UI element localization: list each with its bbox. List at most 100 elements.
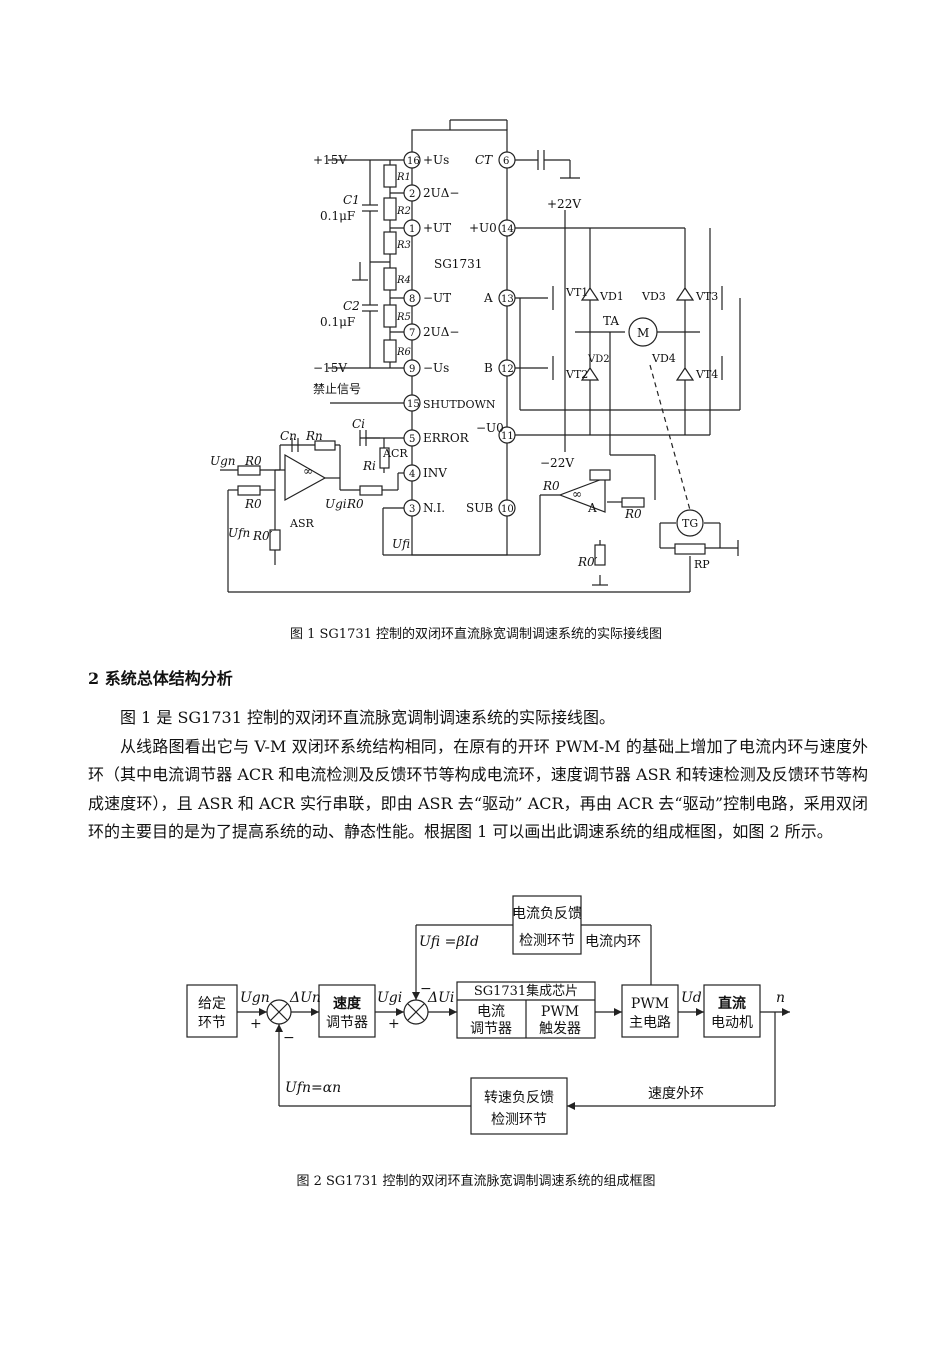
arrow-heads bbox=[259, 992, 790, 1110]
pin-11: 11 bbox=[501, 431, 514, 442]
label-r0p-a: R0′ bbox=[252, 529, 273, 543]
pin-9: 9 bbox=[409, 364, 415, 375]
pin-5-name: ERROR bbox=[423, 431, 470, 445]
label-minus15v: −15V bbox=[313, 361, 347, 375]
pin-15-name: SHUTDOWN bbox=[423, 398, 496, 411]
pin-2-name: 2UΔ− bbox=[423, 186, 459, 200]
speed-regulator-block bbox=[318, 984, 376, 1038]
label-chip: SG1731 bbox=[434, 257, 482, 271]
label-r5: R5 bbox=[396, 312, 411, 323]
speed-reg-line1: 速度 bbox=[333, 995, 362, 1012]
pin-8-name: −UT bbox=[423, 291, 451, 305]
pin-7-name: 2UΔ− bbox=[423, 325, 459, 339]
label-r0p-b: R0′ bbox=[577, 555, 598, 569]
label-ugi: Ugi bbox=[325, 497, 347, 511]
motor-line2: 电动机 bbox=[711, 1015, 753, 1031]
label-asr: ASR bbox=[289, 517, 314, 530]
pin-10: 10 bbox=[501, 504, 514, 515]
label-r0-a: R0 bbox=[244, 454, 262, 468]
pin-16: 16 bbox=[407, 156, 420, 167]
pin-6-name: CT bbox=[475, 153, 493, 167]
pwm-trig-line1: PWM bbox=[541, 1004, 579, 1020]
label-r2: R2 bbox=[396, 206, 411, 217]
label-vt1: VT1 bbox=[565, 286, 588, 299]
section-body: 图 1 是 SG1731 控制的双闭环直流脉宽调制调速系统的实际接线图。 从线路… bbox=[88, 704, 868, 847]
spd-fb-line1: 转速负反馈 bbox=[484, 1090, 554, 1106]
pin-14-name: +U0 bbox=[469, 221, 497, 235]
current-reg-line1: 电流 bbox=[477, 1004, 505, 1020]
label-speed-loop: 速度外环 bbox=[648, 1086, 704, 1102]
label-r1: R1 bbox=[396, 172, 411, 183]
section-heading: 2 系统总体结构分析 bbox=[88, 669, 233, 688]
sum1-minus: − bbox=[283, 1030, 295, 1046]
label-r0-e: R0 bbox=[624, 507, 642, 521]
pin-7: 7 bbox=[409, 328, 415, 339]
circuit-labels: +15V −15V C1 0.1μF C2 0.1μF R1 R2 R3 R4 … bbox=[210, 153, 718, 571]
pin-4-name: INV bbox=[423, 466, 447, 480]
pin-5: 5 bbox=[409, 434, 415, 445]
label-amp-a: A bbox=[587, 501, 597, 515]
label-acr: ACR bbox=[382, 447, 408, 460]
pin-13-name: A bbox=[483, 291, 493, 305]
label-ugi: Ugi bbox=[377, 990, 402, 1006]
pin-10-name: SUB bbox=[466, 501, 493, 515]
pin-15: 15 bbox=[407, 399, 420, 410]
label-vd3: VD3 bbox=[641, 290, 666, 303]
label-rp: RP bbox=[694, 558, 710, 571]
pin-1: 1 bbox=[409, 224, 415, 235]
label-c1: C1 bbox=[343, 193, 360, 207]
label-ufi: Ufi bbox=[392, 537, 410, 551]
pwm-main-line1: PWM bbox=[631, 996, 669, 1012]
label-current-loop: 电流内环 bbox=[585, 934, 641, 950]
pin-2: 2 bbox=[409, 189, 415, 200]
pin-12-name: B bbox=[484, 361, 493, 375]
label-ugn: Ugn bbox=[240, 990, 270, 1006]
label-c1-value: 0.1μF bbox=[320, 209, 355, 223]
pin-16-name: +Us bbox=[423, 153, 449, 167]
spd-fb-line2: 检测环节 bbox=[491, 1112, 547, 1128]
label-c2-value: 0.1μF bbox=[320, 315, 355, 329]
pin-8: 8 bbox=[409, 294, 415, 305]
label-c2: C2 bbox=[343, 299, 360, 313]
pin-12: 12 bbox=[501, 364, 514, 375]
pin-3: 3 bbox=[409, 504, 415, 515]
label-ci: Ci bbox=[352, 417, 365, 431]
pin-14: 14 bbox=[501, 224, 514, 235]
current-feedback-block bbox=[512, 895, 582, 955]
label-ufi-eq: Ufi =βId bbox=[419, 934, 479, 950]
sum1-plus: + bbox=[250, 1016, 262, 1032]
current-reg-line2: 调节器 bbox=[470, 1021, 512, 1037]
figure1-caption: 图 1 SG1731 控制的双闭环直流脉宽调制调速系统的实际接线图 bbox=[289, 627, 663, 642]
motor-line1: 直流 bbox=[718, 995, 746, 1012]
label-vt3: VT3 bbox=[695, 290, 718, 303]
label-plus22v: +22V bbox=[547, 197, 581, 211]
label-vd4: VD4 bbox=[651, 352, 676, 365]
speed-reg-line2: 调节器 bbox=[326, 1015, 368, 1031]
paragraph-2: 从线路图看出它与 V-M 双闭环系统结构相同，在原有的开环 PWM-M 的基础上… bbox=[88, 736, 868, 842]
cur-fb-line1: 电流负反馈 bbox=[512, 906, 582, 922]
label-r0-b: R0 bbox=[244, 497, 262, 511]
pin-1-name: +UT bbox=[423, 221, 451, 235]
label-r3: R3 bbox=[396, 240, 411, 251]
circuit-wires bbox=[220, 119, 741, 593]
label-r6: R6 bbox=[396, 347, 412, 358]
label-vd1: VD1 bbox=[599, 290, 624, 303]
label-dui: ΔUi bbox=[427, 990, 454, 1006]
label-ugn: Ugn bbox=[210, 454, 236, 468]
pwm-trig-line2: 触发器 bbox=[539, 1021, 581, 1037]
label-tg: TG bbox=[682, 517, 698, 530]
label-ufn-eq: Ufn=αn bbox=[285, 1080, 341, 1096]
sum2-minus: − bbox=[420, 981, 432, 997]
pin-11-name: −U0 bbox=[476, 421, 504, 435]
pin-9-name: −Us bbox=[423, 361, 449, 375]
label-vt2: VT2 bbox=[565, 368, 588, 381]
figure2-caption: 图 2 SG1731 控制的双闭环直流脉宽调制调速系统的组成框图 bbox=[296, 1174, 656, 1189]
pin-3-name: N.I. bbox=[423, 501, 445, 515]
label-minus22v: −22V bbox=[540, 456, 574, 470]
paragraph-1: 图 1 是 SG1731 控制的双闭环直流脉宽调制调速系统的实际接线图。 bbox=[120, 708, 615, 727]
label-plus15v: +15V bbox=[313, 153, 347, 167]
pin-4: 4 bbox=[409, 469, 415, 480]
label-inhibit: 禁止信号 bbox=[313, 382, 361, 396]
speed-feedback-block bbox=[470, 1077, 568, 1135]
label-rn: Rn bbox=[305, 429, 323, 443]
